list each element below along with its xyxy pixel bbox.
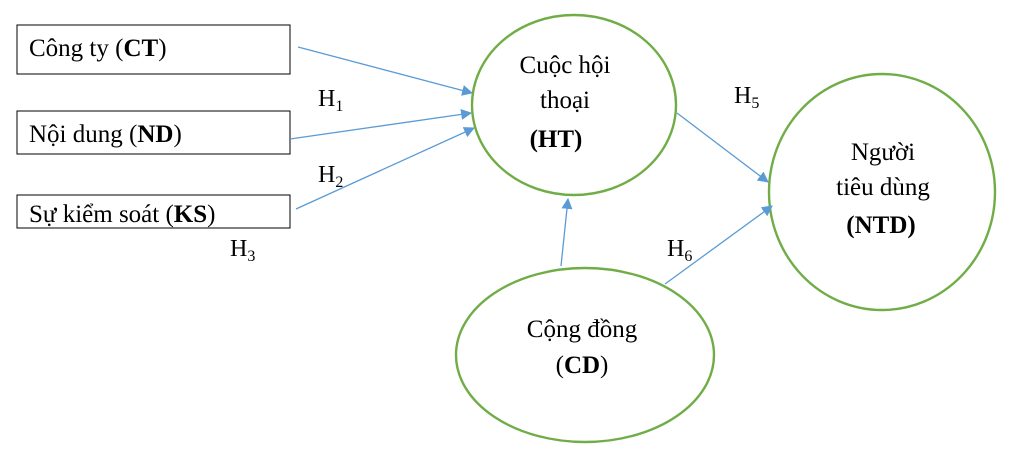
node-cong-ty-box [16,24,291,75]
node-noi-dung-box [16,110,291,155]
hypothesis-h5: H5 [734,83,759,112]
node-cong-dong-ellipse [454,266,716,444]
node-nguoi-tieu-dung-ellipse [767,72,997,312]
arrow-ht-to-ntd [676,112,769,183]
arrow-nd-to-ht [289,108,473,140]
arrow-cd-to-ht [560,197,573,267]
node-cong-ty-label: Công ty (CT) [29,35,167,62]
node-cong-dong-code: (CD) [556,352,609,379]
node-su-kiem-soat-label: Sự kiểm soát (KS) [29,201,215,228]
node-nguoi-tieu-dung-line2: tiêu dùng [836,174,930,201]
arrow-ks-to-ht [295,127,476,210]
node-su-kiem-soat: Sự kiểm soát (KS) [16,194,291,229]
node-noi-dung: Nội dung (ND) [16,110,291,155]
node-su-kiem-soat-box [16,194,291,229]
node-cong-dong-line1: Cộng đồng [527,316,638,343]
hypothesis-h6: H6 [667,236,692,265]
arrow-cd-to-ntd [664,205,773,285]
node-nguoi-tieu-dung-line1: Người [851,139,915,166]
hypothesis-h2: H2 [318,162,343,191]
node-cuoc-hoi-thoai-ellipse [470,13,678,197]
node-cuoc-hoi-thoai: Cuộc hội thoại (HT) [470,13,678,197]
node-nguoi-tieu-dung: Người tiêu dùng (NTD) [767,72,997,312]
node-noi-dung-label: Nội dung (ND) [29,121,182,148]
node-cong-dong: Cộng đồng (CD) [454,266,716,444]
node-cuoc-hoi-thoai-line1: Cuộc hội [520,52,611,79]
node-nguoi-tieu-dung-code: (NTD) [846,212,915,239]
node-cong-ty: Công ty (CT) [16,24,291,75]
hypothesis-h3: H3 [230,236,255,265]
node-cuoc-hoi-thoai-line2: thoại [540,87,590,114]
arrow-ct-to-ht [297,46,474,96]
hypothesis-h1: H1 [318,86,343,115]
node-cuoc-hoi-thoai-code: (HT) [530,126,583,153]
